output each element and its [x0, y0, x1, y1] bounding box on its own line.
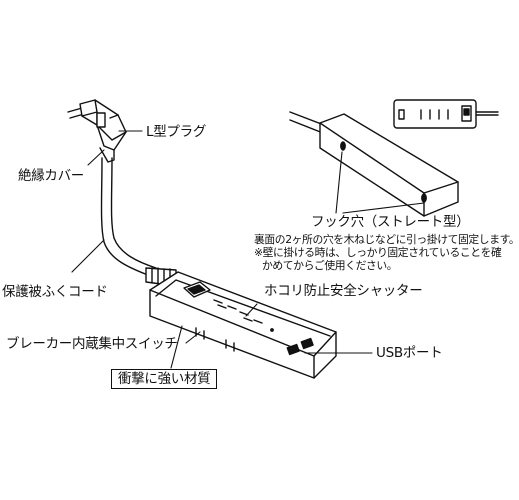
hook-hole-label: フック穴（ストレート型） [311, 214, 470, 230]
protective-cord-label: 保護被ふくコード [2, 284, 108, 300]
plug-label: L型プラグ [146, 124, 207, 140]
power-cord [100, 157, 157, 276]
l-plug [67, 99, 127, 163]
back-view-strip [289, 111, 459, 217]
breaker-switch-label: ブレーカー内蔵集中スイッチ [6, 336, 178, 352]
dust-shutter-label: ホコリ防止安全シャッター [264, 283, 423, 299]
usb-port-label: USBポート [376, 345, 443, 361]
leader-lines [71, 130, 425, 369]
product-diagram: L型プラグ 絶縁カバー 保護被ふくコード ブレーカー内蔵集中スイッチ 衝撃に強い… [2, 99, 519, 389]
mounting-note-line-1: 裏面の2ヶ所の穴を木ねじなどに引っ掛けて固定します。 [254, 233, 519, 246]
front-view-inset [393, 99, 499, 129]
impact-resistant-label: 衝撃に強い材質 [111, 369, 218, 389]
insulation-cover-label: 絶縁カバー [18, 168, 84, 184]
mounting-note-line-3: かめてからご使用ください。 [262, 259, 398, 272]
power-strip-body [149, 271, 337, 379]
diagram-illustration [67, 99, 499, 379]
mounting-note-line-2: ※壁に掛ける時は、しっかり固定されていることを確 [254, 246, 502, 259]
